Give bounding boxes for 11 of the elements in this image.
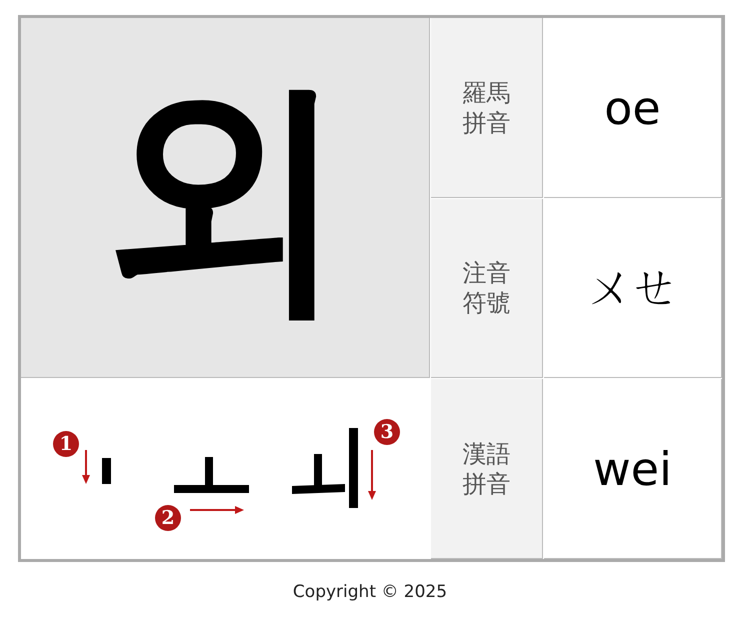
header-cell: 羅馬拼音 (431, 18, 543, 198)
step-number: 3 (374, 419, 400, 445)
step-number: 2 (155, 505, 181, 531)
hangul-character-cell: 외 (21, 18, 430, 378)
header-cell: 漢語拼音 (431, 379, 543, 559)
value-cell: wei (544, 379, 722, 559)
header-cell: 注音符號 (431, 199, 543, 378)
value-cell: oe (544, 18, 722, 198)
step-number: 1 (53, 431, 79, 457)
value-cell: ㄨㄝ (544, 199, 722, 378)
copyright-caption: Copyright © 2025 (292, 582, 448, 602)
